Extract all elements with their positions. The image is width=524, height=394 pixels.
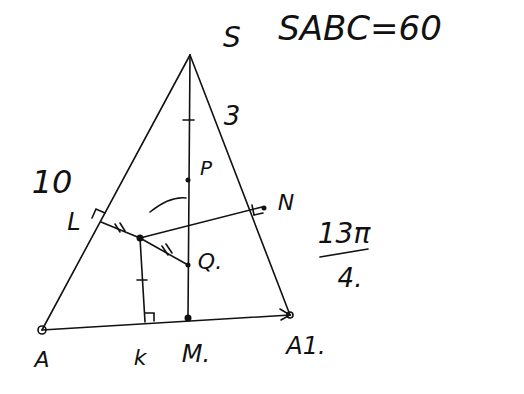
point-label: N xyxy=(278,192,294,214)
point-label: k xyxy=(134,347,147,369)
edge-length: 3 xyxy=(224,103,241,129)
vertex-label: S xyxy=(223,24,241,52)
vertex-label: A xyxy=(34,349,49,371)
answer-numerator: 13π xyxy=(318,220,371,248)
point-label: P xyxy=(200,158,212,178)
vertex-label: A1. xyxy=(286,334,325,358)
point-label: Q. xyxy=(198,251,222,273)
point-label: M. xyxy=(182,342,210,366)
area-note: SABC=60 xyxy=(278,11,442,45)
edge-length: 10 xyxy=(32,166,73,198)
point-label: L xyxy=(67,210,80,234)
answer-denominator: 4. xyxy=(338,265,363,291)
